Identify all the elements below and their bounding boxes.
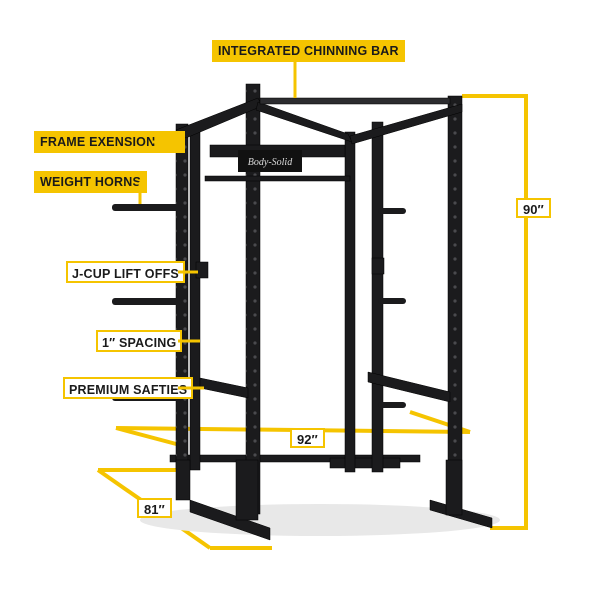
- dimension-depth-text: 81″: [144, 502, 165, 517]
- callout-frame-extension: FRAME EXENSION: [34, 131, 186, 153]
- callout-frame-extension-text: FRAME EXENSION: [40, 135, 156, 149]
- rack-frame: [169, 83, 493, 541]
- callout-spacing: 1″ SPACING: [96, 330, 183, 352]
- callout-safeties: PREMIUM SAFTIES: [63, 377, 194, 399]
- dimension-height-text: 90″: [523, 202, 544, 217]
- callout-weight-horns: WEIGHT HORNS: [34, 171, 148, 193]
- dimension-width: 92″: [290, 428, 325, 448]
- dimension-height: 90″: [516, 198, 551, 218]
- callout-weight-horns-text: WEIGHT HORNS: [40, 175, 142, 189]
- callout-chinning-bar-text: INTEGRATED CHINNING BAR: [218, 44, 399, 58]
- dimension-width-text: 92″: [297, 432, 318, 447]
- dimension-depth: 81″: [137, 498, 172, 518]
- brand-plate: Body-Solid: [238, 150, 302, 172]
- brand-logo-text: Body-Solid: [248, 157, 293, 168]
- callout-spacing-text: 1″ SPACING: [102, 336, 177, 350]
- callout-safeties-text: PREMIUM SAFTIES: [69, 383, 188, 397]
- callout-chinning-bar: INTEGRATED CHINNING BAR: [212, 40, 405, 62]
- dimension-lines: [96, 94, 528, 550]
- callout-j-cup: J-CUP LIFT OFFS: [66, 261, 185, 283]
- callout-j-cup-text: J-CUP LIFT OFFS: [72, 267, 179, 281]
